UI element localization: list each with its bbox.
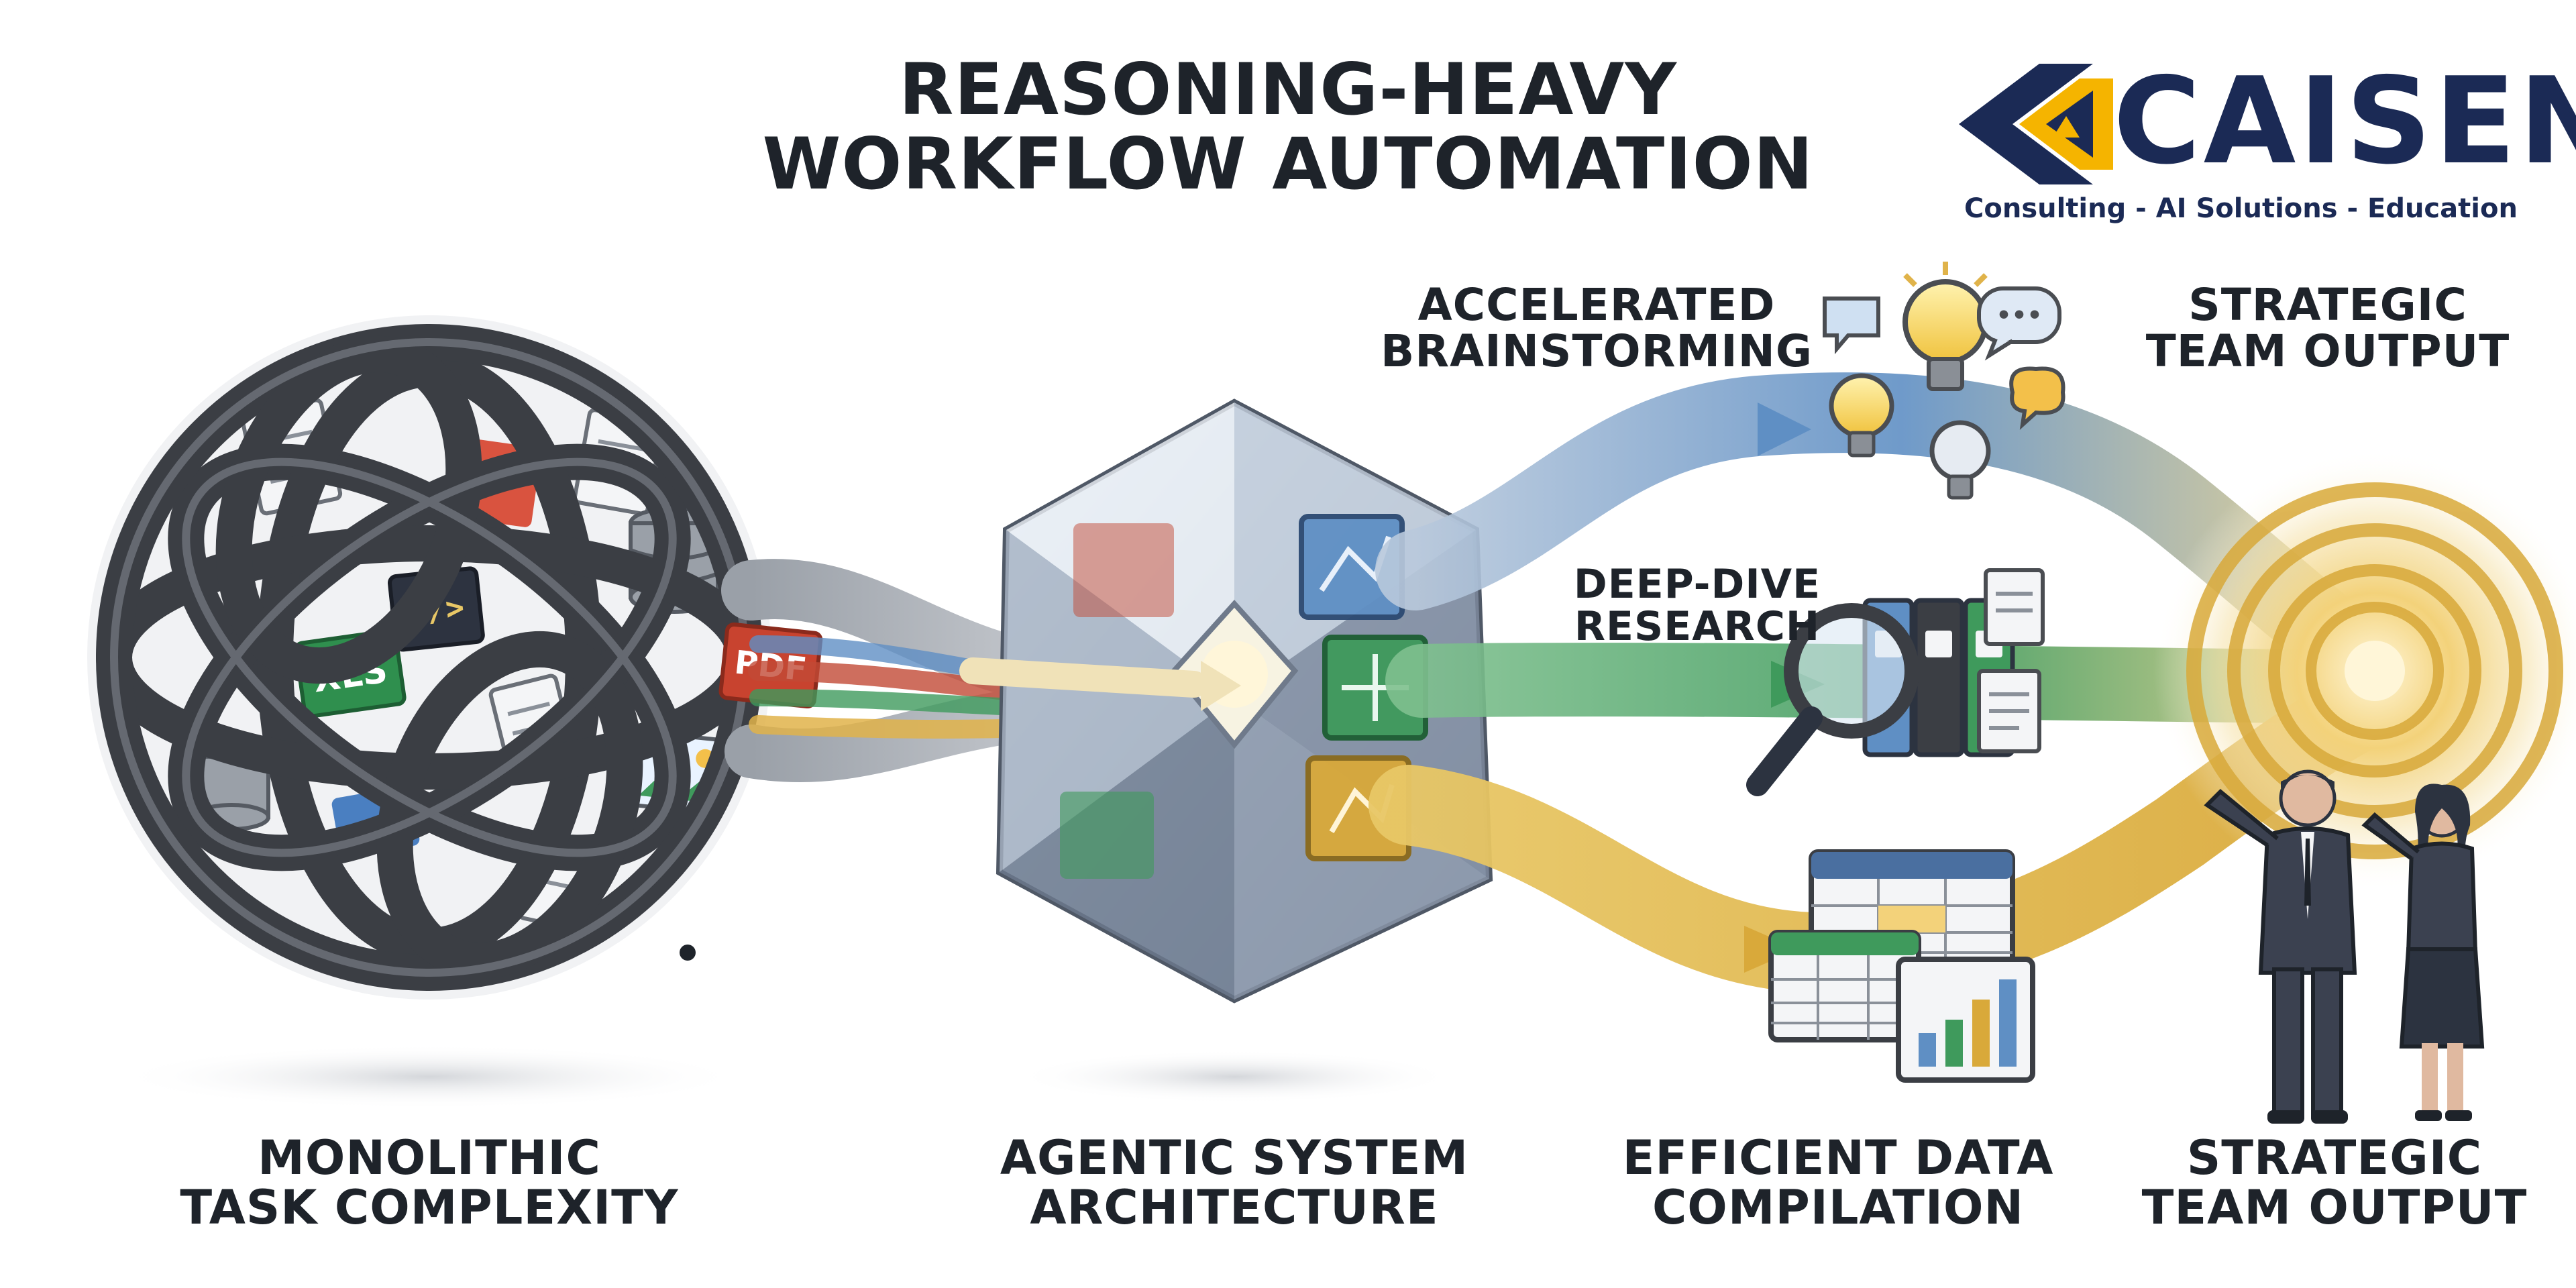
logo-tagline: Consulting - AI Solutions - Education [1964, 193, 2518, 224]
strategic-top-line-2: TEAM OUTPUT [2145, 325, 2510, 378]
title-line-1: REASONING-HEAVY [898, 48, 1678, 131]
magnifier-icon [1746, 603, 1919, 796]
brainstorming-line-2: BRAINSTORMING [1380, 325, 1813, 378]
caisen-logo-icon [1959, 64, 2113, 184]
agentic-line-1: AGENTIC SYSTEM [1000, 1130, 1469, 1185]
lightbulb-icon [1829, 373, 1894, 458]
agentic-line-2: ARCHITECTURE [1030, 1179, 1439, 1235]
label-brainstorming: ACCELERATED BRAINSTORMING [1355, 282, 1838, 375]
monolithic-line-2: TASK COMPLEXITY [180, 1179, 679, 1235]
monolithic-line-1: MONOLITHIC [258, 1130, 601, 1185]
speech-bubble-icon: ••• [1977, 286, 2061, 361]
label-monolithic: MONOLITHIC TASK COMPLEXITY [161, 1130, 698, 1235]
title-line-2: WORKFLOW AUTOMATION [762, 123, 1814, 206]
target-rings-icon [2153, 449, 2576, 892]
efficient-line-2: COMPILATION [1652, 1179, 2025, 1235]
hub-input-arrows [959, 657, 1241, 711]
label-agentic: AGENTIC SYSTEM ARCHITECTURE [979, 1130, 1489, 1235]
businesswoman-icon [2361, 784, 2485, 1121]
tangled-knot-icon: XLS </> [87, 315, 771, 1000]
strategic-bottom-line-1: STRATEGIC [2186, 1130, 2483, 1185]
lightbulb-icon [1902, 262, 1988, 391]
research-line-2: RESEARCH [1574, 603, 1821, 650]
logo-wordmark: CAISEN [2113, 52, 2576, 191]
businessman-icon [2204, 769, 2357, 1124]
document-icon [1984, 568, 2045, 646]
strategic-top-line-1: STRATEGIC [2188, 279, 2467, 331]
document-icon [1977, 669, 2041, 753]
page-title: REASONING-HEAVY WORKFLOW AUTOMATION [698, 52, 1878, 202]
brainstorming-line-1: ACCELERATED [1417, 279, 1776, 331]
speech-bubble-icon [2009, 366, 2065, 430]
speech-bubble-icon [1823, 297, 1880, 355]
research-line-1: DEEP-DIVE [1573, 561, 1821, 608]
label-strategic-top: STRATEGIC TEAM OUTPUT [2113, 282, 2542, 375]
label-efficient: EFFICIENT DATA COMPILATION [1597, 1130, 2080, 1235]
efficient-line-1: EFFICIENT DATA [1622, 1130, 2054, 1185]
ground-shadow-left [114, 1044, 745, 1109]
bar-chart-icon [1896, 957, 2035, 1083]
label-strategic-bottom: STRATEGIC TEAM OUTPUT [2113, 1130, 2556, 1235]
strategic-bottom-line-2: TEAM OUTPUT [2141, 1179, 2528, 1235]
ground-shadow-center [1013, 1050, 1456, 1104]
lightbulb-icon [1929, 420, 1991, 500]
spreadsheet-icon [1768, 930, 1921, 1042]
label-research: DEEP-DIVE RESEARCH [1543, 564, 1851, 648]
speech-dots: ••• [1996, 302, 2042, 329]
